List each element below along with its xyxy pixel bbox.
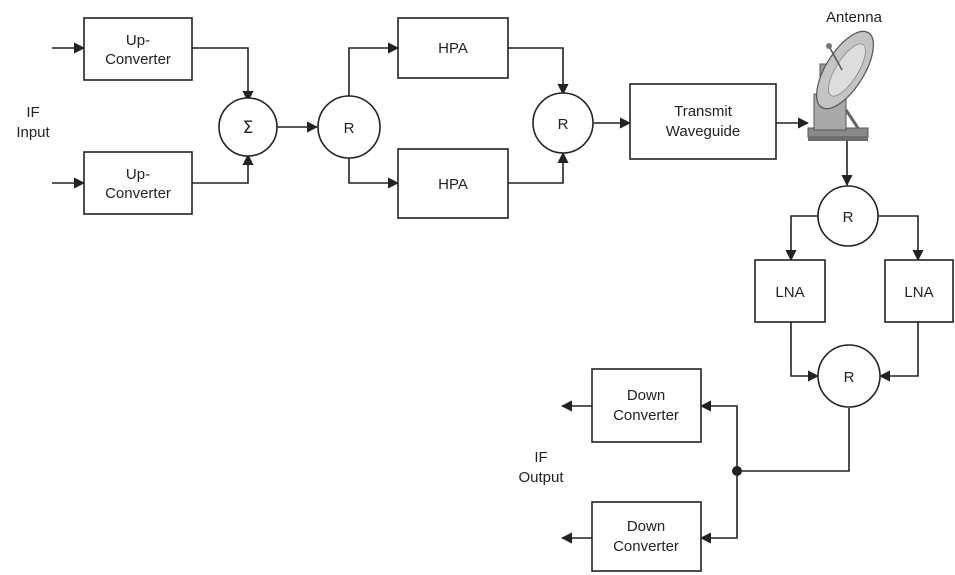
if-input-label: IF Input (16, 104, 50, 141)
wire-junction-to-downconv-bottom (701, 471, 737, 538)
switch-rx-output-label: R (844, 369, 855, 386)
transmit-waveguide-line2: Waveguide (666, 123, 741, 140)
wire-switch-to-lna-left (791, 216, 818, 260)
if-input-line1: IF (26, 104, 39, 121)
up-converter-bottom: Up- Converter (84, 152, 192, 214)
wire-switch-to-hpa-bottom (349, 158, 398, 183)
redundancy-switch-tx-output: R (533, 93, 593, 153)
down-converter-bottom: Down Converter (592, 502, 701, 571)
summer-symbol: Σ (243, 118, 254, 138)
wire-lna-left-to-switch (791, 322, 818, 376)
wire-switch-to-junction (737, 408, 849, 471)
down-converter-top: Down Converter (592, 369, 701, 442)
wire-junction-to-downconv-top (701, 406, 737, 471)
switch-tx-input-label: R (344, 120, 355, 137)
wire-hpa-bottom-to-switch (508, 153, 563, 183)
down-converter-bottom-line1: Down (627, 518, 665, 535)
if-output-line1: IF (534, 449, 547, 466)
lna-right: LNA (885, 260, 953, 322)
hpa-bottom: HPA (398, 149, 508, 218)
down-converter-bottom-line2: Converter (613, 538, 679, 555)
hpa-bottom-label: HPA (438, 176, 468, 193)
hpa-top: HPA (398, 18, 508, 78)
summer: Σ (219, 98, 277, 156)
if-output-label: IF Output (518, 449, 564, 486)
lna-left: LNA (755, 260, 825, 322)
up-converter-top: Up- Converter (84, 18, 192, 80)
wire-switch-to-lna-right (878, 216, 918, 260)
up-converter-bottom-line2: Converter (105, 185, 171, 202)
up-converter-top-line2: Converter (105, 51, 171, 68)
transmit-waveguide: Transmit Waveguide (630, 84, 776, 159)
redundancy-switch-tx-input: R (318, 96, 380, 158)
lna-left-label: LNA (775, 284, 804, 301)
wire-hpa-top-to-switch (508, 48, 563, 94)
wire-upconv-bottom-to-sum (192, 155, 248, 183)
redundancy-switch-rx-output: R (818, 345, 880, 407)
switch-rx-input-label: R (843, 209, 854, 226)
wire-lna-right-to-switch (880, 322, 918, 376)
up-converter-top-line1: Up- (126, 32, 150, 49)
lna-right-label: LNA (904, 284, 933, 301)
redundancy-switch-rx-input: R (818, 186, 878, 246)
satellite-dish-icon (806, 23, 885, 141)
up-converter-bottom-line1: Up- (126, 166, 150, 183)
wire-upconv-top-to-sum (192, 48, 248, 101)
down-converter-top-line1: Down (627, 387, 665, 404)
switch-tx-output-label: R (558, 116, 569, 133)
transmit-waveguide-line1: Transmit (674, 103, 733, 120)
down-converter-top-line2: Converter (613, 407, 679, 424)
if-output-line2: Output (518, 469, 564, 486)
if-input-line2: Input (16, 124, 50, 141)
junction-dot (732, 466, 742, 476)
wire-switch-to-hpa-top (349, 48, 398, 96)
antenna-label: Antenna (826, 9, 883, 26)
hpa-top-label: HPA (438, 40, 468, 57)
